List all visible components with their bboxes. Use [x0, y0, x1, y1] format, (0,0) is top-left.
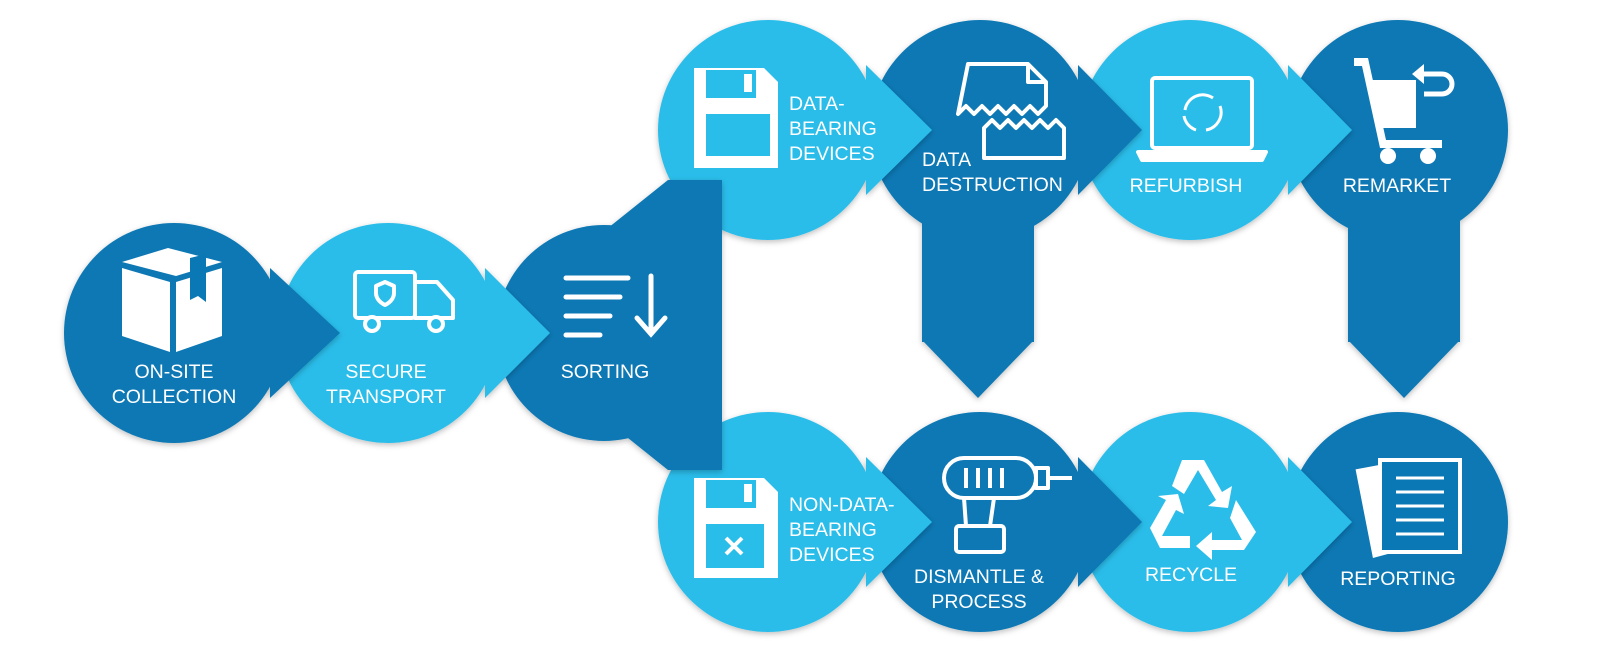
step-on-site-collection: ON-SITE COLLECTION — [112, 361, 237, 408]
step-sorting-shape — [496, 180, 722, 470]
step-remarket: REMARKET — [1343, 175, 1451, 197]
step-remarket-shape — [1288, 20, 1508, 398]
step-label-line: RECYCLE — [1145, 564, 1237, 586]
drill-icon — [942, 456, 1072, 554]
step-on-site-collection-shape — [64, 223, 340, 443]
documents-icon — [1355, 458, 1462, 559]
recycle-icon — [1150, 460, 1256, 560]
step-label-line: SORTING — [561, 361, 649, 383]
step-label-line: REPORTING — [1340, 568, 1456, 590]
step-label-line: BEARING — [789, 118, 877, 140]
step-data-destruction: DATA DESTRUCTION — [922, 149, 1063, 196]
step-label-line: BEARING — [789, 519, 877, 541]
cart-return-icon — [1354, 58, 1455, 164]
step-label-line: ON-SITE — [134, 361, 213, 383]
step-recycle: RECYCLE — [1145, 564, 1237, 586]
step-label-line: REFURBISH — [1130, 175, 1243, 197]
step-recycle-shape — [1080, 412, 1352, 632]
box-icon — [122, 248, 222, 352]
step-label-line: SECURE — [345, 361, 426, 383]
step-non-data-bearing-devices: NON-DATA- BEARING DEVICES — [789, 494, 894, 566]
step-refurbish-shape — [1080, 20, 1352, 240]
step-dismantle-process: DISMANTLE & PROCESS — [914, 566, 1044, 613]
step-label-line: DEVICES — [789, 544, 875, 566]
floppy-disk-x-icon — [694, 478, 778, 578]
step-reporting: REPORTING — [1340, 568, 1456, 590]
step-label-line: COLLECTION — [112, 386, 237, 408]
step-data-bearing-devices: DATA- BEARING DEVICES — [789, 93, 877, 165]
step-data-destruction-shape — [870, 20, 1142, 398]
step-label-line: PROCESS — [931, 591, 1026, 613]
step-label-line: NON-DATA- — [789, 494, 894, 516]
floppy-disk-icon — [694, 68, 778, 168]
step-label-line: DATA — [922, 149, 971, 171]
step-refurbish: REFURBISH — [1130, 175, 1243, 197]
sort-icon — [563, 273, 668, 338]
step-secure-transport: SECURE TRANSPORT — [326, 361, 446, 408]
step-label-line: DATA- — [789, 93, 845, 115]
step-label-line: TRANSPORT — [326, 386, 446, 408]
step-label-line: DISMANTLE & — [914, 566, 1044, 588]
step-sorting: SORTING — [561, 361, 649, 383]
truck-icon — [353, 270, 455, 333]
laptop-recycle-icon — [1136, 76, 1268, 162]
step-label-line: DEVICES — [789, 143, 875, 165]
shredded-document-icon — [956, 62, 1066, 160]
step-label-line: DESTRUCTION — [922, 174, 1063, 196]
step-secure-transport-shape — [278, 223, 550, 443]
step-label-line: REMARKET — [1343, 175, 1451, 197]
